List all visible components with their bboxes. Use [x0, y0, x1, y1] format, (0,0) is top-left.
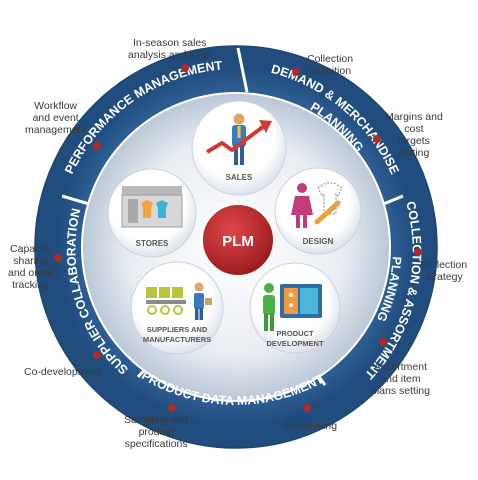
- fabric-board-icon: [280, 284, 322, 318]
- conveyor-icon: [146, 287, 186, 315]
- storefront-icon: [121, 186, 183, 228]
- plm-label: PLM: [222, 233, 254, 250]
- plm-hub: PLM: [201, 203, 275, 277]
- pencil-icon: [314, 200, 341, 225]
- note-co-development: Co-development: [24, 366, 101, 378]
- process-ring: [35, 46, 437, 448]
- product-development-bubble: PRODUCT DEVELOPMENT: [249, 262, 341, 354]
- shirt-sketch-icon: [317, 182, 343, 215]
- note-workflow-line1: Workflow: [34, 100, 78, 112]
- note-margins-line1: Margins and: [385, 111, 443, 123]
- note-collection-strategy-line1: Collection: [421, 259, 468, 271]
- note-sampling: Sampling and product specifications: [124, 414, 188, 450]
- sales-bubble: SALES: [191, 100, 287, 196]
- designer-icon: [291, 183, 313, 228]
- note-prototyping-line1: Prototyping: [284, 420, 338, 432]
- note-collection-strategy-line2: strategy: [425, 271, 463, 283]
- note-capacity-line3: and order: [8, 267, 53, 279]
- note-kpis-line2: analysis and KPIs: [128, 49, 212, 61]
- design-label: DESIGN: [303, 237, 334, 246]
- note-workflow-line2: and event: [32, 112, 79, 124]
- suppliers-label-1: SUPPLIERS AND: [147, 325, 208, 334]
- note-capacity: Capacity sharing and order tracking: [8, 243, 53, 291]
- note-kpis-line1: In-season sales: [132, 37, 207, 49]
- product-development-label-1: PRODUCT: [276, 329, 314, 338]
- note-prototyping: Prototyping: [284, 420, 337, 432]
- note-margins-line4: setting: [398, 147, 430, 159]
- worker-icon: [194, 282, 212, 320]
- note-collection-strategy: Collection strategy: [421, 259, 467, 283]
- note-margins-line3: targets: [397, 135, 430, 147]
- note-kpis: In-season sales analysis and KPIs: [128, 37, 211, 61]
- note-workflow-line3: management: [25, 124, 87, 136]
- suppliers-bubble: SUPPLIERS AND MANUFACTURERS: [130, 261, 224, 355]
- note-sampling-line3: specifications: [124, 438, 188, 450]
- note-assortment-line1: Assortment: [373, 361, 428, 373]
- stores-label: STORES: [136, 239, 169, 248]
- stores-bubble: STORES: [107, 168, 197, 258]
- suppliers-label-2: MANUFACTURERS: [143, 335, 211, 344]
- growth-arrow-icon: [205, 120, 272, 154]
- developer-icon: [263, 283, 275, 331]
- design-bubble: DESIGN: [274, 167, 362, 255]
- note-collection-definition-line1: Collection: [307, 53, 354, 65]
- ring-dots: [54, 64, 422, 412]
- note-collection-definition: Collection definition: [307, 53, 353, 77]
- note-capacity-line2: sharing: [13, 255, 48, 267]
- note-assortment-line3: plans setting: [371, 385, 430, 397]
- note-capacity-line4: tracking: [12, 279, 49, 291]
- sales-label: SALES: [226, 173, 253, 182]
- ring-outer-edge: [34, 45, 438, 449]
- note-margins-line2: cost: [404, 123, 424, 135]
- note-co-development-line1: Co-development: [24, 366, 102, 378]
- note-collection-definition-line2: definition: [309, 65, 352, 77]
- note-workflow: Workflow and event management: [25, 100, 86, 136]
- note-sampling-line2: product: [138, 426, 174, 438]
- note-capacity-line1: Capacity: [10, 243, 51, 255]
- note-sampling-line1: Sampling and: [124, 414, 189, 426]
- note-margins: Margins and cost targets setting: [385, 111, 443, 159]
- note-assortment: Assortment and item plans setting: [371, 361, 430, 397]
- note-assortment-line2: and item: [380, 373, 421, 385]
- product-development-label-2: DEVELOPMENT: [266, 339, 324, 348]
